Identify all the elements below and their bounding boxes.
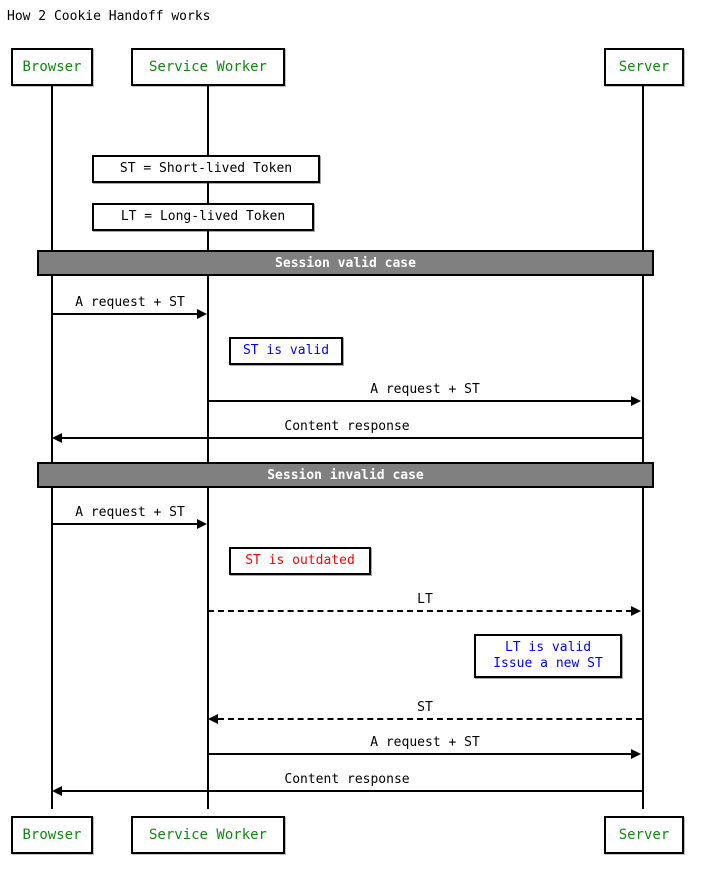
note-st-is-outdated: ST is outdated [229, 547, 371, 575]
diagram-title: How 2 Cookie Handoff works [7, 9, 211, 24]
message-label-m6: ST [417, 700, 433, 715]
participant-browser-top[interactable]: Browser [11, 48, 93, 86]
participant-server-bottom[interactable]: Server [604, 816, 684, 854]
note-st-is-valid: ST is valid [229, 337, 343, 365]
message-label-m4: A request + ST [75, 505, 185, 520]
message-line-m6 [218, 718, 642, 720]
note-line: ST is valid [242, 343, 330, 358]
participant-browser-bottom[interactable]: Browser [11, 816, 93, 854]
arrow-head-m3 [52, 433, 62, 443]
participant-service-worker-top[interactable]: Service Worker [131, 48, 285, 86]
legend-note-long-lived-token: LT = Long-lived Token [92, 203, 314, 231]
message-line-m8 [62, 790, 642, 792]
legend-note-line: ST = Short-lived Token [119, 161, 293, 176]
arrow-head-m2 [631, 396, 641, 406]
note-line: Issue a new ST [493, 656, 603, 671]
arrow-head-m5 [631, 606, 641, 616]
participant-server-top[interactable]: Server [604, 48, 684, 86]
message-line-m3 [62, 437, 642, 439]
message-label-m5: LT [417, 592, 433, 607]
message-label-m3: Content response [284, 419, 410, 434]
arrow-head-m6 [208, 714, 218, 724]
note-lt-is-valid-issue-new-st: LT is valid Issue a new ST [474, 634, 622, 678]
legend-note-line: LT = Long-lived Token [120, 209, 286, 224]
arrow-head-m7 [631, 749, 641, 759]
message-line-m5 [208, 610, 632, 612]
message-label-m8: Content response [284, 772, 410, 787]
lifeline-server [642, 86, 644, 809]
legend-note-short-lived-token: ST = Short-lived Token [92, 155, 320, 183]
lifeline-service-worker [207, 86, 209, 809]
arrow-head-m4 [197, 519, 207, 529]
arrow-head-m1 [197, 309, 207, 319]
lifeline-browser [51, 86, 53, 809]
message-line-m4 [52, 523, 198, 525]
message-label-m7: A request + ST [370, 735, 480, 750]
section-divider-session-valid: Session valid case [37, 250, 654, 276]
message-line-m2 [208, 400, 632, 402]
note-line: ST is outdated [245, 553, 355, 568]
arrow-head-m8 [52, 786, 62, 796]
section-divider-session-invalid: Session invalid case [37, 462, 654, 488]
participant-service-worker-bottom[interactable]: Service Worker [131, 816, 285, 854]
note-line: LT is valid [504, 640, 592, 655]
message-line-m7 [208, 753, 632, 755]
message-label-m2: A request + ST [370, 382, 480, 397]
message-line-m1 [52, 313, 198, 315]
message-label-m1: A request + ST [75, 295, 185, 310]
